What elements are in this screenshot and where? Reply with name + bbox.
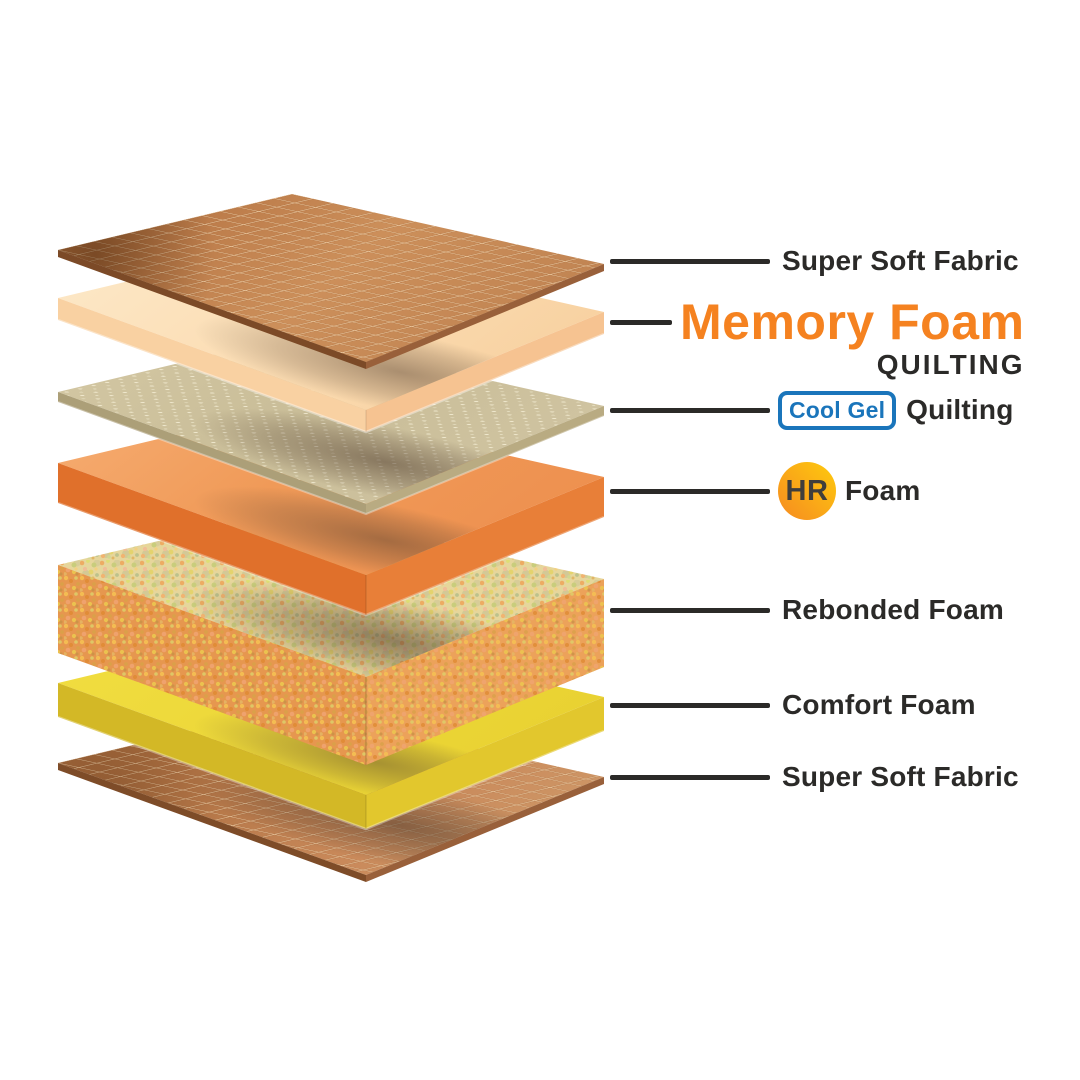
- label-comfort-foam: Comfort Foam: [610, 675, 976, 735]
- leader-line: [610, 702, 770, 708]
- leader-line: [610, 607, 770, 613]
- label-text: Comfort Foam: [782, 689, 976, 720]
- label-text: Memory Foam: [680, 294, 1025, 350]
- label-text: Super Soft Fabric: [782, 761, 1019, 792]
- label-text: Foam: [845, 475, 921, 506]
- leader-line: [610, 774, 770, 780]
- label-super-soft-fabric-bottom: Super Soft Fabric: [610, 747, 1019, 807]
- label-cool-gel-quilting: Cool Gel Quilting: [610, 380, 1014, 440]
- label-hr-foam: HR Foam: [610, 461, 920, 521]
- label-text: Rebonded Foam: [782, 594, 1004, 625]
- leader-line: [610, 407, 770, 413]
- label-super-soft-fabric-top: Super Soft Fabric: [610, 231, 1019, 291]
- hr-badge: HR: [778, 462, 836, 520]
- leader-line: [610, 258, 770, 264]
- memory-foam-block: Memory Foam QUILTING: [680, 294, 1024, 380]
- label-text: Super Soft Fabric: [782, 245, 1019, 276]
- label-subtext: QUILTING: [876, 349, 1025, 380]
- label-memory-foam: Memory Foam QUILTING: [610, 294, 1024, 414]
- cool-gel-badge: Cool Gel: [778, 390, 897, 430]
- leader-line: [610, 488, 770, 494]
- label-rebonded-foam: Rebonded Foam: [610, 580, 1004, 640]
- label-text: Quilting: [906, 394, 1014, 425]
- leader-line: [610, 320, 672, 325]
